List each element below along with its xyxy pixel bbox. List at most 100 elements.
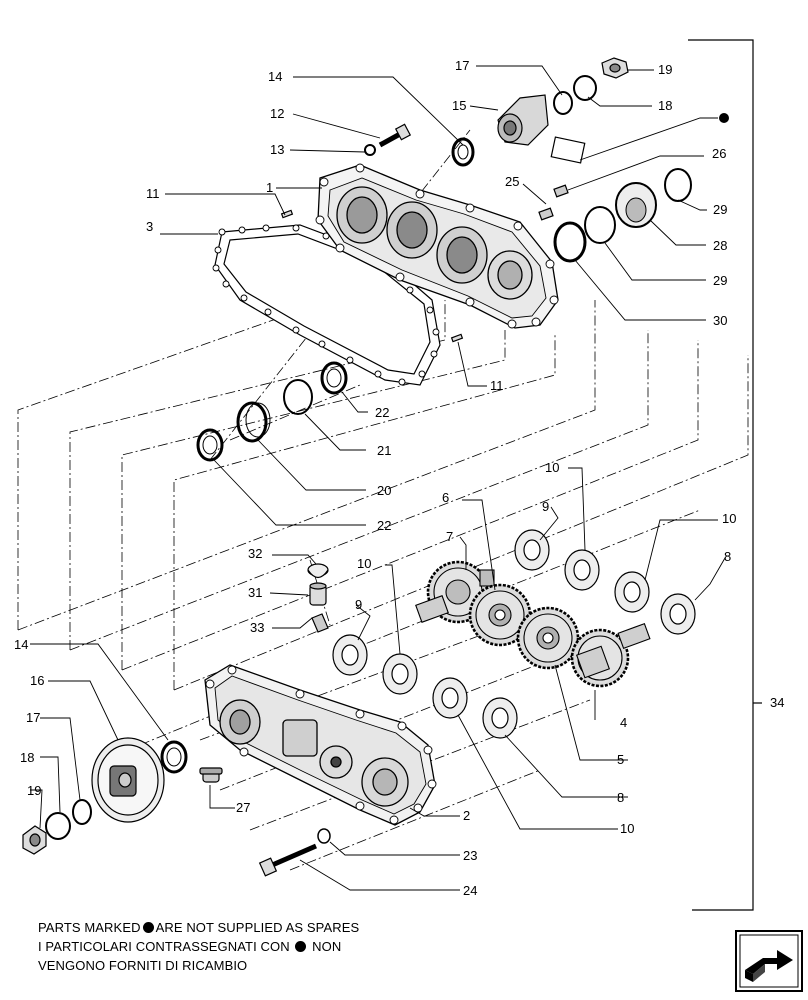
elbow-33 xyxy=(311,613,329,633)
callout-11-lower: 11 xyxy=(490,378,504,393)
spares-note-line-2: I PARTICOLARI CONTRASSEGNATI CON NON xyxy=(38,937,341,956)
note-text: PARTS MARKED xyxy=(38,920,141,935)
flange-16 xyxy=(91,737,165,823)
callout-8-right: 8 xyxy=(724,549,731,564)
callout-28: 28 xyxy=(713,238,727,253)
washer-13 xyxy=(364,144,376,156)
callout-3: 3 xyxy=(146,219,153,234)
callout-24: 24 xyxy=(463,883,477,898)
bearing-9-upper xyxy=(514,529,550,571)
gear-5 xyxy=(516,606,580,670)
callout-10-right: 10 xyxy=(722,511,736,526)
callout-33: 33 xyxy=(250,620,264,635)
callout-25: 25 xyxy=(505,174,519,189)
seal-14-upper xyxy=(451,137,475,167)
callout-5: 5 xyxy=(617,752,624,767)
ring-17-upper xyxy=(553,91,573,115)
callout-22-upper: 22 xyxy=(375,405,389,420)
callout-6: 6 xyxy=(442,490,449,505)
callout-17-lower: 17 xyxy=(26,710,40,725)
callout-29-lower: 29 xyxy=(713,273,727,288)
bearing-10-right xyxy=(614,571,650,613)
callout-15: 15 xyxy=(452,98,466,113)
callout-7: 7 xyxy=(446,529,453,544)
gear-cluster xyxy=(415,560,651,688)
note-text: ARE NOT SUPPLIED AS SPARES xyxy=(155,920,360,935)
cap-32 xyxy=(307,563,329,579)
not-supplied-marker-dot xyxy=(719,113,729,123)
bearing-8-bottom xyxy=(482,697,518,739)
filled-black-dot-icon xyxy=(295,941,307,952)
bearings xyxy=(332,529,696,739)
callout-20: 20 xyxy=(377,483,391,498)
callout-11-upper: 11 xyxy=(146,186,160,201)
washer-18-upper xyxy=(573,75,597,101)
callout-12: 12 xyxy=(270,106,284,121)
callout-17-upper: 17 xyxy=(455,58,469,73)
nut-19-upper xyxy=(601,57,629,79)
callout-30: 30 xyxy=(713,313,727,328)
seal-22-lower xyxy=(196,428,224,462)
callout-18-lower: 18 xyxy=(20,750,34,765)
lower-housing xyxy=(204,664,437,826)
cap-28 xyxy=(615,182,657,228)
pin-11-lower xyxy=(450,333,464,343)
callout-9-upper: 9 xyxy=(542,499,549,514)
note-text: NON xyxy=(312,939,342,954)
bearing-10-upper xyxy=(564,549,600,591)
callout-1: 1 xyxy=(266,180,273,195)
yoke-15 xyxy=(497,94,549,146)
seals-and-rings xyxy=(45,75,692,844)
callout-10-left: 10 xyxy=(357,556,371,571)
callout-18-upper: 18 xyxy=(658,98,672,113)
callout-29-upper: 29 xyxy=(713,202,727,217)
note-text: VENGONO FORNITI DI RICAMBIO xyxy=(38,958,248,973)
washer-18-lower xyxy=(45,812,71,840)
next-page-button[interactable] xyxy=(735,930,803,992)
seal-14-lower xyxy=(160,740,188,774)
ring-30 xyxy=(553,221,587,263)
pin-26 xyxy=(553,184,569,198)
kit-bracket xyxy=(688,39,762,911)
callout-21: 21 xyxy=(377,443,391,458)
pin-25 xyxy=(538,207,554,221)
bearing-10-bottom xyxy=(432,677,468,719)
callout-8-bottom: 8 xyxy=(617,790,624,805)
bearing-8-right xyxy=(660,593,696,635)
ring-29-upper xyxy=(664,168,692,202)
ring-17-lower xyxy=(72,799,92,825)
callout-14-lower: 14 xyxy=(14,637,28,652)
callout-4: 4 xyxy=(620,715,627,730)
callout-19-lower: 19 xyxy=(27,783,41,798)
washer-23 xyxy=(317,828,331,844)
callout-14-upper: 14 xyxy=(268,69,282,84)
callout-31: 31 xyxy=(248,585,262,600)
callout-16: 16 xyxy=(30,673,44,688)
flanges xyxy=(22,57,629,855)
gear-6 xyxy=(468,583,532,647)
bolt-24 xyxy=(258,843,317,877)
gasket-marked xyxy=(550,136,586,164)
callout-23: 23 xyxy=(463,848,477,863)
gear-4 xyxy=(570,622,651,688)
next-page-arrow-icon xyxy=(735,930,803,992)
nut-19-lower xyxy=(22,825,47,855)
callout-27: 27 xyxy=(236,800,250,815)
callout-26: 26 xyxy=(712,146,726,161)
callout-13: 13 xyxy=(270,142,284,157)
callout-9-lower: 9 xyxy=(355,597,362,612)
filled-black-dot-icon xyxy=(142,922,154,933)
callout-34: 34 xyxy=(770,695,784,710)
callout-10-bottom: 10 xyxy=(620,821,634,836)
fasteners xyxy=(258,123,569,877)
callout-22-lower: 22 xyxy=(377,518,391,533)
fitting-31 xyxy=(309,582,327,606)
spares-note-line-3: VENGONO FORNITI DI RICAMBIO xyxy=(38,956,247,975)
callout-2: 2 xyxy=(463,808,470,823)
note-text: I PARTICOLARI CONTRASSEGNATI CON xyxy=(38,939,290,954)
seal-22-upper xyxy=(320,361,348,395)
leader-lines xyxy=(30,65,726,891)
bolt-12 xyxy=(378,123,412,148)
pin-11-upper xyxy=(280,209,294,219)
